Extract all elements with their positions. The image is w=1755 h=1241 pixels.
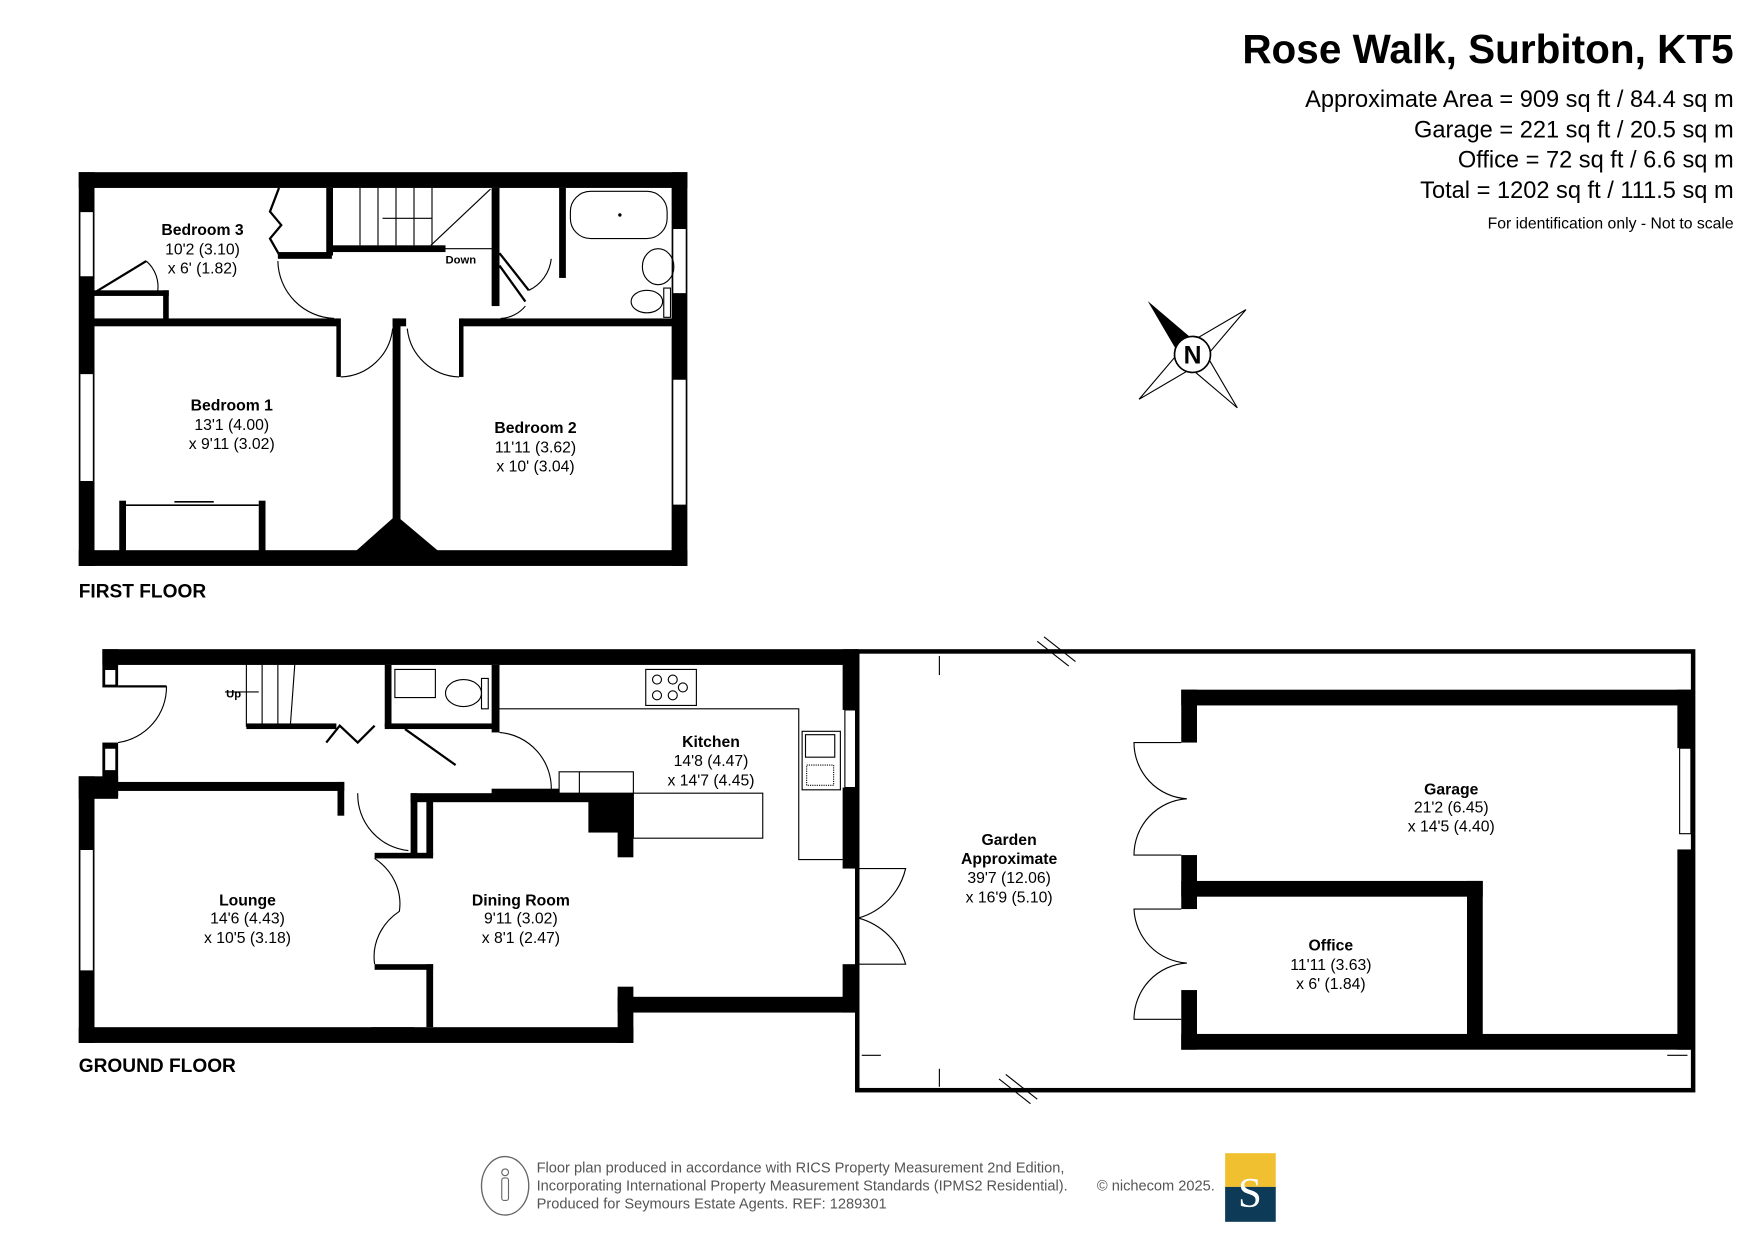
room-dim: x 14'7 (4.45): [667, 772, 754, 789]
toilet-icon: [630, 287, 672, 318]
floor-label-first: FIRST FLOOR: [79, 581, 207, 602]
compass-north-label: N: [1184, 342, 1202, 369]
room-dim: x 10' (3.04): [496, 458, 574, 475]
room-name-sub: Approximate: [961, 851, 1058, 868]
bathtub-icon: [569, 190, 668, 240]
room-name: Office: [1309, 938, 1354, 955]
room-dim: 11'11 (3.62): [495, 439, 576, 456]
room-bedroom-1: Bedroom 1 13'1 (4.00) x 9'11 (3.02): [189, 398, 275, 453]
room-dim: 14'8 (4.47): [674, 753, 749, 770]
stairs-down-label: Down: [446, 254, 477, 266]
room-dim: 13'1 (4.00): [194, 417, 269, 434]
footer-line-2: Incorporating International Property Mea…: [537, 1178, 1068, 1194]
staircase: [359, 187, 495, 250]
room-lounge: Lounge 14'6 (4.43) x 10'5 (3.18): [204, 893, 291, 947]
room-dim: 14'6 (4.43): [210, 911, 285, 928]
room-dim: 39'7 (12.06): [967, 870, 1051, 887]
room-name: Bedroom 2: [494, 420, 577, 437]
floor-label-ground: GROUND FLOOR: [79, 1056, 236, 1077]
footer-line-3: Produced for Seymours Estate Agents. REF…: [537, 1196, 887, 1212]
compass-icon: N: [1138, 301, 1247, 409]
room-office: Office 11'11 (3.63) x 6' (1.84): [1290, 938, 1371, 993]
room-name: Bedroom 3: [161, 222, 244, 239]
person-icon: [480, 1155, 530, 1216]
disclaimer: For identification only - Not to scale: [1488, 215, 1734, 232]
property-title: Rose Walk, Surbiton, KT5: [1242, 26, 1733, 72]
toilet-icon: [444, 677, 489, 710]
ground-floor-plan: Up Kitchen: [78, 636, 1696, 1105]
room-dim: x 16'9 (5.10): [966, 889, 1053, 906]
room-dim: x 8'1 (2.47): [482, 930, 560, 947]
copyright: © nichecom 2025.: [1097, 1178, 1215, 1194]
first-floor-plan: Down Bedroom 3 10'2 (3.10) x: [78, 172, 688, 602]
room-name: Lounge: [219, 893, 276, 910]
room-garden: Garden Approximate 39'7 (12.06) x 16'9 (…: [961, 832, 1058, 906]
logo-letter: S: [1238, 1170, 1262, 1217]
stairs-up-label: Up: [226, 689, 241, 701]
hob-icon: [645, 668, 697, 706]
room-dim: 9'11 (3.02): [484, 911, 558, 928]
area-approximate: Approximate Area = 909 sq ft / 84.4 sq m: [1305, 87, 1734, 113]
room-name: Kitchen: [682, 734, 740, 751]
room-dining-room: Dining Room 9'11 (3.02) x 8'1 (2.47): [472, 893, 570, 947]
staircase: [225, 664, 296, 727]
agent-logo: S: [1225, 1153, 1276, 1222]
room-dim: x 6' (1.84): [1296, 976, 1366, 993]
wardrobe: [119, 500, 266, 552]
room-dim: 11'11 (3.63): [1290, 957, 1371, 974]
room-name: Bedroom 1: [191, 398, 274, 415]
room-name: Garden: [982, 832, 1037, 849]
basin-icon: [641, 248, 675, 286]
room-dim: x 9'11 (3.02): [189, 436, 275, 453]
header: Rose Walk, Surbiton, KT5 Approximate Are…: [1242, 26, 1734, 232]
room-dim: 10'2 (3.10): [165, 241, 240, 258]
kitchen-sink-icon: [801, 730, 841, 791]
footer-line-1: Floor plan produced in accordance with R…: [537, 1160, 1065, 1176]
area-office: Office = 72 sq ft / 6.6 sq m: [1458, 148, 1734, 174]
room-name: Garage: [1424, 781, 1479, 798]
room-bedroom-2: Bedroom 2 11'11 (3.62) x 10' (3.04): [494, 420, 577, 475]
room-dim: 21'2 (6.45): [1414, 799, 1489, 816]
room-bedroom-3: Bedroom 3 10'2 (3.10) x 6' (1.82): [161, 222, 244, 277]
room-dim: x 10'5 (3.18): [204, 930, 291, 947]
footer: Floor plan produced in accordance with R…: [480, 1153, 1276, 1222]
area-garage: Garage = 221 sq ft / 20.5 sq m: [1414, 117, 1734, 143]
wc-basin-icon: [394, 668, 436, 699]
room-kitchen: Kitchen 14'8 (4.47) x 14'7 (4.45): [667, 734, 754, 789]
room-name: Dining Room: [472, 893, 570, 910]
room-garage: Garage 21'2 (6.45) x 14'5 (4.40): [1408, 781, 1495, 835]
room-dim: x 14'5 (4.40): [1408, 818, 1495, 835]
room-dim: x 6' (1.82): [168, 260, 238, 277]
area-total: Total = 1202 sq ft / 111.5 sq m: [1420, 178, 1733, 204]
